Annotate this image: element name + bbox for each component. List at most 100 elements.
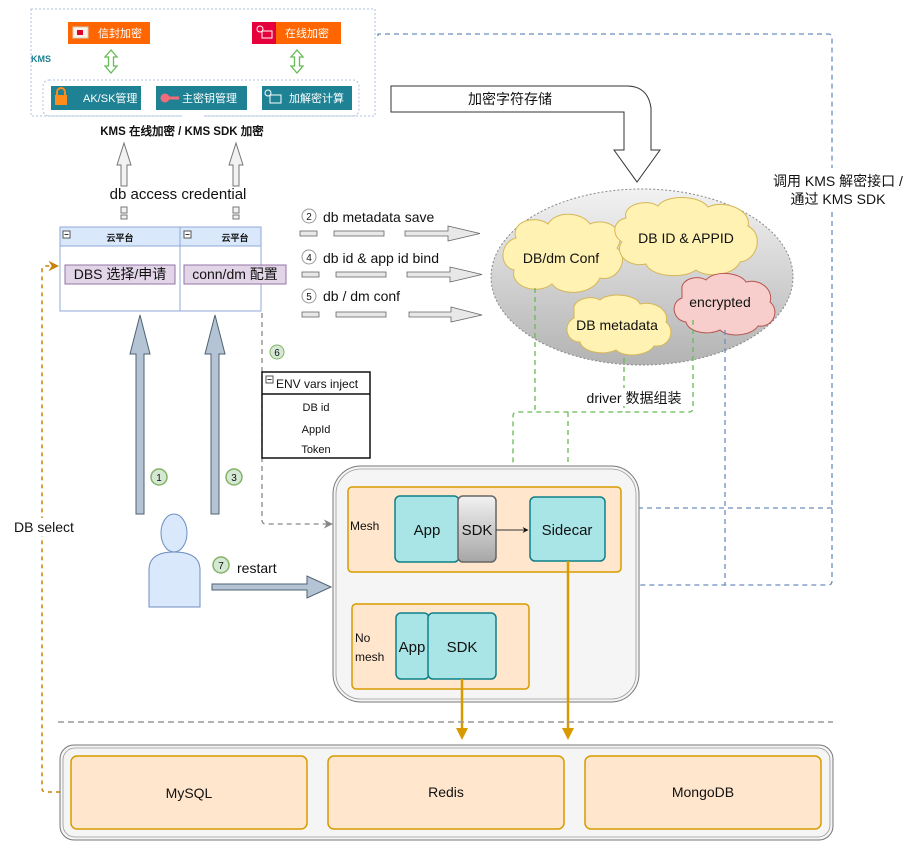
app-label: App bbox=[414, 522, 441, 539]
config-store: DB/dm Conf DB ID & APPID DB metadata enc… bbox=[490, 188, 794, 366]
env-var-item: AppId bbox=[302, 424, 331, 436]
up-arrow-icon bbox=[116, 141, 132, 187]
master-key-management-label: 主密钥管理 bbox=[182, 91, 237, 105]
cloud-db-id-appid[interactable]: DB ID & APPID bbox=[614, 197, 758, 277]
step-badge bbox=[301, 288, 317, 304]
step-number: 7 bbox=[218, 561, 224, 572]
mesh-sdk-box[interactable]: SDK bbox=[457, 495, 497, 563]
cloud-db-metadata[interactable]: DB metadata bbox=[566, 294, 672, 356]
database-label: MongoDB bbox=[672, 784, 734, 800]
kms-service-group bbox=[42, 79, 360, 117]
cloud-label: DB ID & APPID bbox=[638, 230, 734, 246]
env-vars-box[interactable]: ENV vars inject DB id AppId Token bbox=[261, 371, 371, 459]
cloud-db-dm-conf[interactable]: DB/dm Conf bbox=[502, 213, 623, 293]
double-arrow-icon bbox=[103, 49, 119, 74]
app-label: App bbox=[399, 639, 426, 656]
step-number: 1 bbox=[156, 473, 162, 484]
cloud-platform-title: 云平台 bbox=[221, 232, 248, 243]
sdk-label: SDK bbox=[447, 639, 478, 656]
envelope-icon bbox=[72, 26, 89, 39]
step-number: 6 bbox=[274, 348, 280, 359]
db-select-label: DB select bbox=[14, 519, 74, 535]
restart-label: restart bbox=[237, 560, 277, 576]
cloud-platform-panel: 云平台 DBS 选择/申请 云平台 conn/dm 配置 bbox=[59, 226, 287, 312]
env-vars-title: ENV vars inject bbox=[276, 377, 359, 391]
step-arrows-to-store: 2 db metadata save 4 db id & app id bind… bbox=[299, 208, 483, 323]
cloud-label: DB/dm Conf bbox=[523, 250, 599, 266]
cloud-platform-box-2[interactable]: 云平台 conn/dm 配置 bbox=[183, 230, 287, 285]
driver-label-bg bbox=[578, 388, 688, 406]
envelope-encryption-button[interactable]: 信封加密 bbox=[68, 22, 150, 44]
mongodb-box[interactable]: MongoDB bbox=[584, 755, 822, 830]
restart-flow: 7 restart bbox=[211, 556, 333, 599]
step-number: 2 bbox=[306, 212, 312, 223]
mysql-box[interactable]: MySQL bbox=[70, 755, 308, 830]
conn-dm-config-label: conn/dm 配置 bbox=[192, 266, 278, 282]
no-mesh-app-box[interactable]: App bbox=[395, 612, 430, 680]
key-card-icon bbox=[264, 89, 282, 104]
online-encryption-button[interactable]: 在线加密 bbox=[252, 22, 341, 44]
env-var-item: DB id bbox=[303, 402, 330, 414]
driver-assembly-label: driver 数据组装 bbox=[587, 390, 682, 406]
key-icon bbox=[160, 93, 179, 103]
mesh-app-box[interactable]: App bbox=[394, 495, 460, 563]
master-key-management-button[interactable]: 主密钥管理 bbox=[156, 86, 247, 110]
lock-icon bbox=[55, 87, 67, 105]
kms-caption: KMS 在线加密 / KMS SDK 加密 bbox=[100, 124, 264, 138]
kms-label: KMS bbox=[31, 54, 51, 64]
aksk-management-label: AK/SK管理 bbox=[83, 91, 137, 105]
database-label: MySQL bbox=[166, 785, 213, 801]
kms-panel: KMS 信封加密 在线加密 bbox=[30, 8, 376, 138]
cloud-platform-box-1[interactable]: 云平台 DBS 选择/申请 bbox=[62, 230, 176, 285]
mesh-group: Mesh App SDK Sidecar bbox=[347, 486, 622, 573]
encrypted-storage-arrow[interactable]: 加密字符存储 bbox=[390, 85, 661, 183]
step-badge bbox=[269, 344, 285, 360]
step-number: 3 bbox=[231, 473, 237, 484]
cloud-label: encrypted bbox=[689, 294, 750, 310]
database-label: Redis bbox=[428, 784, 464, 800]
sidecar-box[interactable]: Sidecar bbox=[529, 496, 606, 562]
step-badge bbox=[301, 249, 317, 265]
envelope-encryption-label: 信封加密 bbox=[98, 26, 142, 40]
id-bind-label: db id & app id bind bbox=[323, 250, 439, 266]
runtime-container: Mesh App SDK Sidecar No mesh App bbox=[332, 465, 640, 703]
sidecar-label: Sidecar bbox=[542, 522, 593, 539]
no-mesh-label: mesh bbox=[355, 650, 384, 664]
user-avatar-icon bbox=[148, 513, 201, 608]
up-arrow-icon bbox=[204, 314, 226, 515]
step-badge bbox=[225, 468, 243, 486]
online-encryption-label: 在线加密 bbox=[285, 26, 329, 40]
kms-decrypt-label: 调用 KMS 解密接口 / bbox=[773, 173, 903, 189]
dashed-arrow-icon bbox=[301, 306, 483, 323]
dashed-arrow-icon bbox=[301, 266, 483, 283]
dashed-arrow-icon bbox=[299, 225, 481, 242]
db-select-label-bg bbox=[8, 518, 82, 536]
step-badge bbox=[212, 556, 230, 574]
cloud-encrypted[interactable]: encrypted bbox=[673, 273, 776, 336]
no-mesh-group: No mesh App SDK bbox=[351, 603, 530, 690]
crypto-compute-button[interactable]: 加解密计算 bbox=[262, 86, 352, 110]
key-card-icon bbox=[256, 25, 273, 39]
cloud-platform-title: 云平台 bbox=[106, 232, 133, 243]
aksk-management-button[interactable]: AK/SK管理 bbox=[51, 86, 141, 110]
mesh-label: Mesh bbox=[350, 519, 379, 533]
cloud-label: DB metadata bbox=[576, 317, 658, 333]
redis-box[interactable]: Redis bbox=[327, 755, 565, 830]
dbs-select-apply-button[interactable] bbox=[64, 264, 176, 285]
metadata-save-label: db metadata save bbox=[323, 209, 435, 225]
conn-dm-config-button[interactable] bbox=[183, 264, 287, 285]
user-step-arrows: 1 3 bbox=[129, 314, 243, 515]
credential-flow: db access credential bbox=[110, 141, 246, 220]
crypto-compute-label: 加解密计算 bbox=[289, 91, 344, 105]
up-arrow-icon bbox=[228, 141, 244, 187]
step-badge bbox=[301, 208, 317, 224]
dbs-select-apply-label: DBS 选择/申请 bbox=[74, 266, 167, 282]
group-gap bbox=[182, 112, 204, 120]
encrypted-storage-label: 加密字符存储 bbox=[468, 91, 552, 107]
no-mesh-label: No bbox=[355, 631, 371, 645]
dm-conf-label: db / dm conf bbox=[323, 288, 400, 304]
no-mesh-sdk-box[interactable]: SDK bbox=[427, 612, 497, 680]
step-number: 5 bbox=[306, 292, 312, 303]
env-inject-connector bbox=[261, 313, 333, 529]
